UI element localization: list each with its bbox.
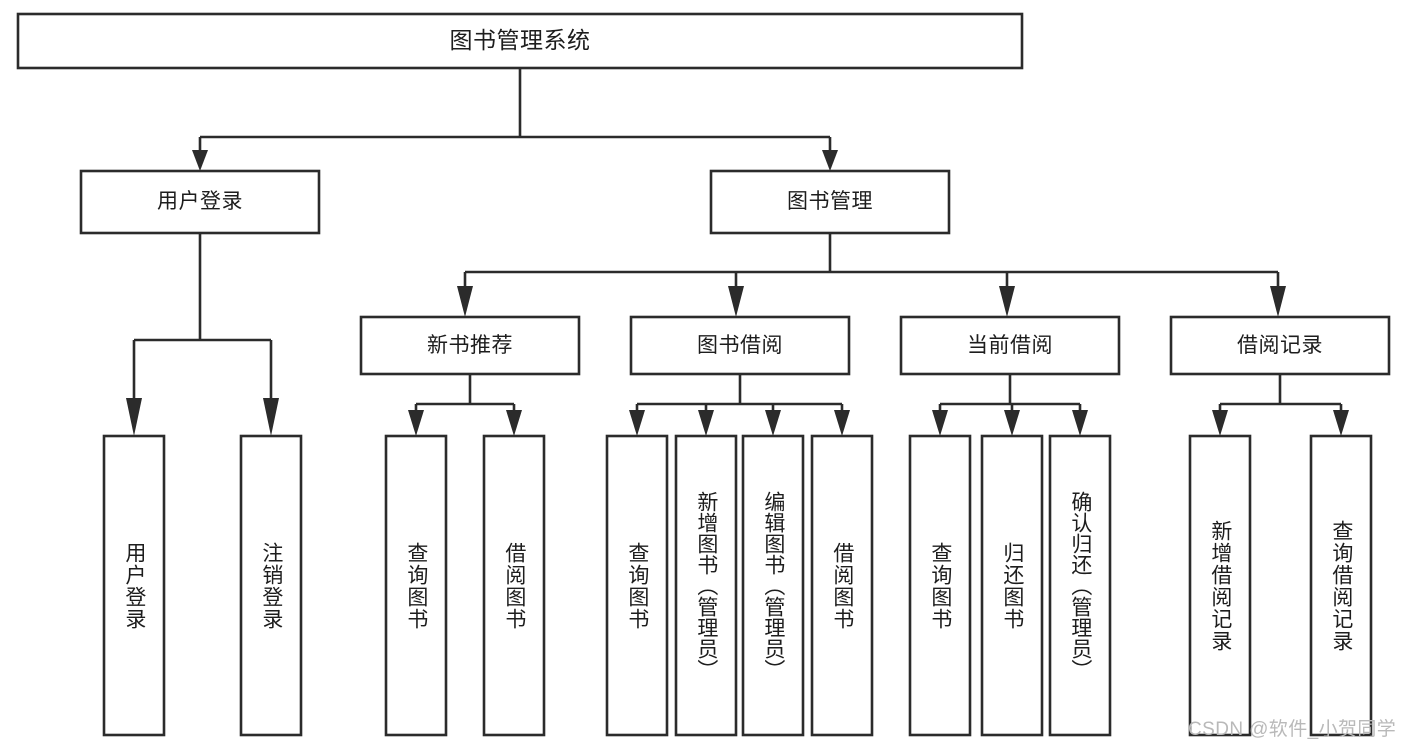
node-box-current-borrow[interactable] xyxy=(899,315,1121,376)
arrow-head-book-management xyxy=(822,150,838,171)
arrow-head-leaf-edit-book-admin xyxy=(765,410,781,436)
arrow-head-leaf-add-borrow-record xyxy=(1212,410,1228,436)
node-box-leaf-query-borrow-record[interactable] xyxy=(1309,434,1373,737)
node-box-user-login[interactable] xyxy=(79,169,321,235)
node-box-leaf-add-borrow-record[interactable] xyxy=(1188,434,1252,737)
node-box-leaf-query-book-rec[interactable] xyxy=(384,434,448,737)
node-box-leaf-return-book[interactable] xyxy=(980,434,1044,737)
arrow-head-user-login xyxy=(192,150,208,171)
arrow-head-leaf-query-book-borrow xyxy=(629,410,645,436)
arrow-head-borrow-record xyxy=(1270,286,1286,317)
arrow-head-leaf-query-book-current xyxy=(932,410,948,436)
arrow-head-current-borrow xyxy=(999,286,1015,317)
arrow-head-leaf-borrow-book xyxy=(834,410,850,436)
arrow-head-leaf-return-book xyxy=(1004,410,1020,436)
arrow-head-leaf-user-login xyxy=(126,398,142,436)
node-box-leaf-borrow-book[interactable] xyxy=(810,434,874,737)
node-box-book-borrow[interactable] xyxy=(629,315,851,376)
node-box-book-management[interactable] xyxy=(709,169,951,235)
node-box-root[interactable] xyxy=(16,12,1024,70)
node-box-leaf-edit-book-admin[interactable] xyxy=(741,434,805,737)
arrow-head-leaf-borrow-book-rec xyxy=(506,410,522,436)
node-box-leaf-query-book-current[interactable] xyxy=(908,434,972,737)
arrow-head-leaf-query-borrow-record xyxy=(1333,410,1349,436)
arrow-head-leaf-query-book-rec xyxy=(408,410,424,436)
arrow-head-book-borrow xyxy=(728,286,744,317)
node-box-new-book-recommend[interactable] xyxy=(359,315,581,376)
watermark-text: CSDN @软件_小贺同学 xyxy=(1188,719,1397,740)
node-box-leaf-logout[interactable] xyxy=(239,434,303,737)
arrow-head-new-book-recommend xyxy=(457,286,473,317)
node-box-leaf-user-login[interactable] xyxy=(102,434,166,737)
node-box-borrow-record[interactable] xyxy=(1169,315,1391,376)
arrow-head-leaf-logout xyxy=(263,398,279,436)
node-box-leaf-borrow-book-rec[interactable] xyxy=(482,434,546,737)
node-box-leaf-add-book-admin[interactable] xyxy=(674,434,738,737)
node-box-leaf-confirm-return-admin[interactable] xyxy=(1048,434,1112,737)
arrow-head-leaf-confirm-return-admin xyxy=(1072,410,1088,436)
node-box-leaf-query-book-borrow[interactable] xyxy=(605,434,669,737)
arrow-head-leaf-add-book-admin xyxy=(698,410,714,436)
